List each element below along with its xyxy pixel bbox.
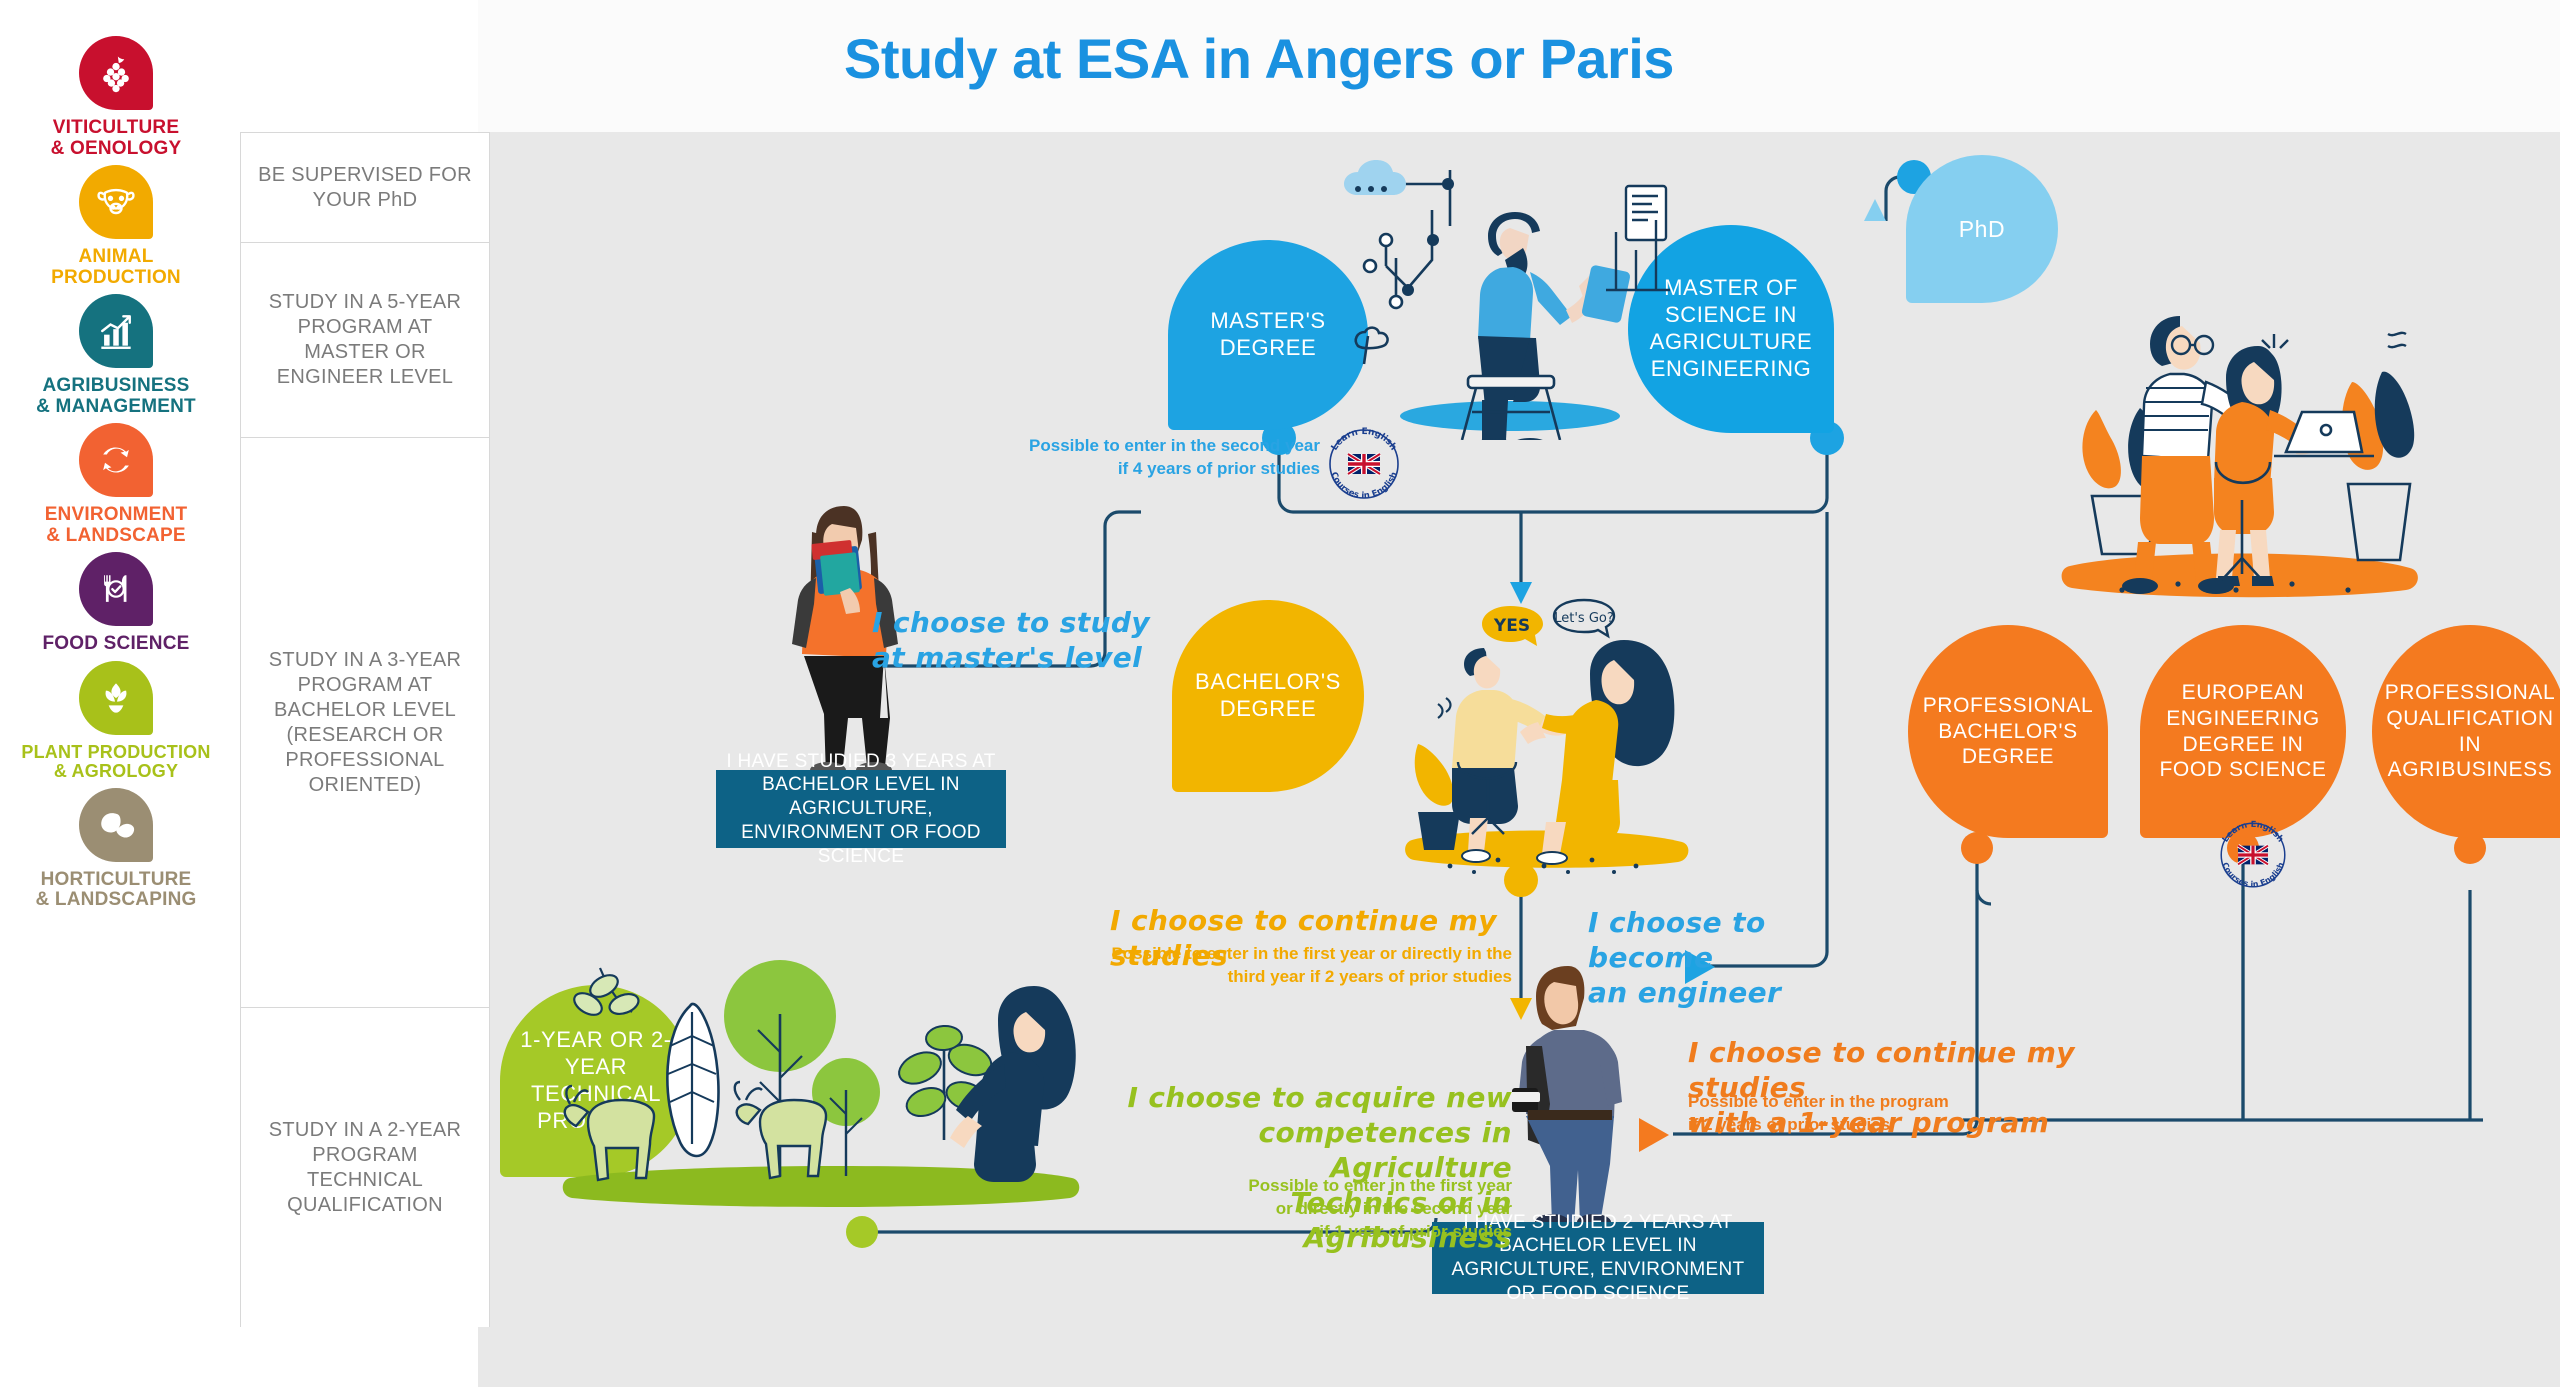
sidebar-item-viticulture[interactable]: VITICULTURE & OENOLOGY	[16, 36, 216, 159]
sidebar-item-label: & LANDSCAPE	[46, 524, 186, 546]
sidebar-item-label: & MANAGEMENT	[36, 395, 196, 417]
level-master: STUDY IN A 5-YEAR PROGRAM AT MASTER OR E…	[241, 243, 489, 438]
leaves-icon	[79, 787, 153, 862]
sidebar-item-label: ANIMAL	[78, 246, 154, 268]
bubble-professional-bachelor[interactable]: PROFESSIONAL BACHELOR'S DEGREE	[1908, 625, 2108, 838]
sidebar-item-horticulture[interactable]: HORTICULTURE & LANDSCAPING	[16, 787, 216, 911]
caption-text: Possible to enter in the first year or d…	[1248, 1175, 1512, 1241]
student-box-3-years: I HAVE STUDIED 3 YEARS AT BACHELOR LEVEL…	[716, 751, 1006, 867]
level-phd: BE SUPERVISED FOR YOUR PhD	[241, 133, 489, 243]
caption-text: Possible to enter in the program if 2 ye…	[1688, 1091, 1949, 1134]
grapes-icon	[79, 36, 153, 110]
sidebar-item-environment[interactable]: ENVIRONMENT & LANDSCAPE	[16, 423, 216, 546]
sidebar-item-animal-production[interactable]: ANIMAL PRODUCTION	[16, 165, 216, 288]
caption-text: Possible to enter in the first year or d…	[1111, 943, 1512, 986]
header-band	[478, 0, 2560, 132]
sidebar-item-label: FOOD SCIENCE	[42, 633, 190, 655]
badge-text-bottom: Courses in English	[2220, 861, 2285, 889]
caption-continue-studies-note: Possible to enter in the first year or d…	[1044, 920, 1512, 989]
bubble-label: PhD	[1958, 215, 2006, 242]
bubble-european-engineering[interactable]: EUROPEAN ENGINEERING DEGREE IN FOOD SCIE…	[2140, 625, 2346, 838]
bubble-phd[interactable]: PhD	[1906, 155, 2058, 303]
sidebar-item-label: & LANDSCAPING	[35, 889, 197, 911]
sidebar-item-label: VITICULTURE	[52, 117, 180, 138]
learn-english-badge: Learn English Courses in English	[1328, 427, 1399, 501]
caption-acquire-competences-note: Possible to enter in the first year or d…	[1082, 1152, 1512, 1244]
departments-sidebar: VITICULTURE & OENOLOGY ANIMAL PRODUCTION…	[0, 0, 232, 1387]
caption-text: I choose to become an engineer	[1588, 906, 1782, 1009]
cow-icon	[79, 165, 153, 240]
caption-masters-note: Possible to enter in the second year if …	[900, 412, 1320, 481]
farm-illustration	[562, 960, 1080, 1207]
svg-text:YES: YES	[1493, 616, 1530, 636]
caption-text: Possible to enter in the second year if …	[1029, 435, 1320, 478]
colleagues-illustration	[2061, 316, 2418, 598]
sidebar-item-label: ENVIRONMENT	[44, 504, 188, 526]
researcher-illustration	[1344, 160, 1670, 440]
connector-dot	[1961, 832, 1993, 864]
svg-text:Courses in English: Courses in English	[2220, 861, 2285, 889]
sidebar-item-label: AGRIBUSINESS	[42, 375, 190, 397]
study-levels-column: BE SUPERVISED FOR YOUR PhD STUDY IN A 5-…	[240, 132, 490, 1327]
level-technical: STUDY IN A 2-YEAR PROGRAM TECHNICAL QUAL…	[268, 1119, 462, 1216]
sidebar-item-label: HORTICULTURE	[40, 868, 192, 890]
student-box-label: I HAVE STUDIED 3 YEARS AT BACHELOR LEVEL…	[726, 750, 996, 867]
sidebar-item-label: PRODUCTION	[51, 266, 181, 288]
sidebar-item-label: PLANT PRODUCTION	[21, 741, 211, 762]
bubble-label: PROFESSIONAL QUALIFICATION IN AGRIBUSINE…	[2384, 681, 2556, 782]
sidebar-item-food-science[interactable]: FOOD SCIENCE	[16, 552, 216, 655]
connector-dot	[1504, 863, 1538, 897]
recycle-icon	[79, 423, 153, 498]
level-bachelor: STUDY IN A 3-YEAR PROGRAM AT BACHELOR LE…	[241, 438, 489, 1008]
bubble-label: PROFESSIONAL BACHELOR'S DEGREE	[1922, 694, 2094, 769]
sidebar-item-label: & OENOLOGY	[50, 137, 182, 159]
discussion-illustration: YES Let's Go?	[1405, 598, 1689, 874]
page-title: Study at ESA in Angers or Paris	[844, 27, 1674, 90]
caption-become-engineer: I choose to become an engineer	[1588, 870, 1888, 1010]
badge-text-bottom: Courses in English	[1328, 471, 1399, 501]
caption-study-at-master-level: I choose to study at master's level	[872, 570, 1202, 675]
bubble-label: EUROPEAN ENGINEERING DEGREE IN FOOD SCIE…	[2159, 681, 2327, 782]
svg-text:Learn English: Learn English	[2220, 819, 2286, 844]
plate-cutlery-icon	[79, 552, 153, 627]
sidebar-item-agribusiness[interactable]: AGRIBUSINESS & MANAGEMENT	[16, 294, 216, 417]
badge-text-top: Learn English	[2220, 819, 2286, 844]
bubble-label: BACHELOR'S DEGREE	[1195, 669, 1341, 721]
arrow-up-icon	[1864, 199, 1886, 221]
sidebar-item-label: & AGROLOGY	[53, 761, 179, 782]
svg-text:Learn English: Learn English	[1330, 427, 1398, 453]
learn-english-badge: Learn English Courses in English	[2220, 819, 2286, 889]
caption-text: I choose to study at master's level	[872, 606, 1151, 674]
bubble-masters-degree[interactable]: MASTER'S DEGREE	[1168, 240, 1368, 430]
wheat-icon	[79, 660, 153, 735]
bar-chart-icon	[79, 294, 153, 369]
svg-text:Courses in English: Courses in English	[1328, 471, 1399, 501]
sidebar-item-plant-production[interactable]: PLANT PRODUCTION & AGROLOGY	[16, 660, 216, 782]
badge-text-top: Learn English	[1330, 427, 1398, 453]
bubble-label: MASTER'S DEGREE	[1210, 308, 1326, 360]
bubble-professional-qualification[interactable]: PROFESSIONAL QUALIFICATION IN AGRIBUSINE…	[2372, 625, 2560, 838]
caption-continue-1year-note: Possible to enter in the program if 2 ye…	[1688, 1068, 2088, 1137]
svg-text:Let's Go?: Let's Go?	[1554, 611, 1614, 626]
